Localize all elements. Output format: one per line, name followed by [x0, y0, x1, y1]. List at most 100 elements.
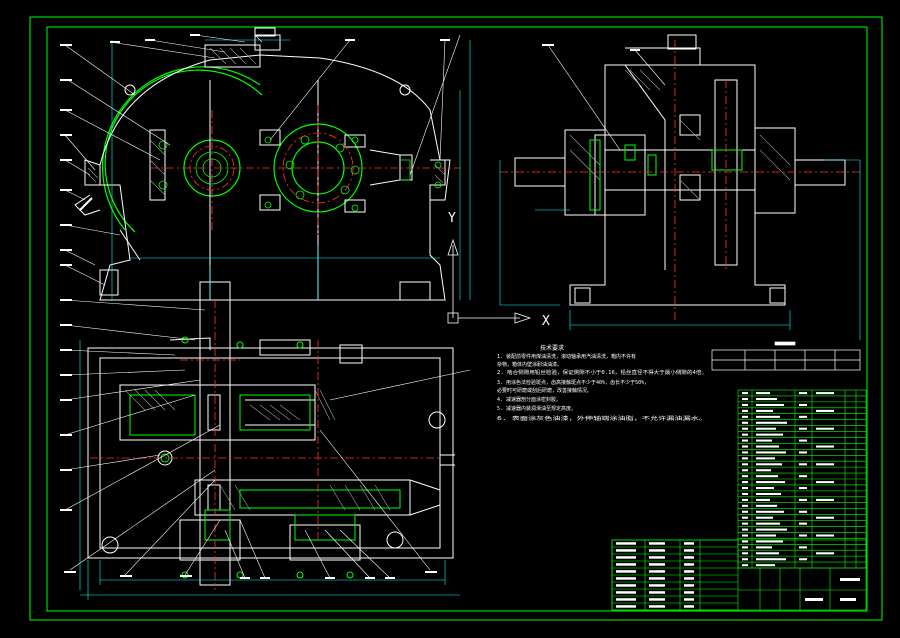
parts-mark: [742, 498, 748, 501]
parts-mark: [799, 546, 807, 549]
title-mark: [616, 584, 636, 587]
parts-mark: [816, 463, 834, 466]
parts-mark: [742, 475, 748, 478]
parts-mark: [742, 528, 748, 531]
parts-mark: [742, 427, 748, 430]
title-mark: [684, 598, 694, 601]
note-line: 杂物，箱体内壁涂耐油油漆。: [497, 361, 562, 368]
y-axis-label: Y: [448, 211, 456, 226]
title-mark: [684, 556, 694, 559]
title-block: [611, 539, 867, 611]
parts-mark: [816, 534, 834, 537]
note-line: 2. 啮合侧隙用铅丝检验，保证侧隙不小于0.16，铅丝直径不得大于最小侧隙的4倍…: [497, 369, 707, 376]
parts-mark: [742, 492, 748, 496]
parts-mark: [799, 403, 807, 407]
title-mark: [649, 584, 665, 587]
parts-mark: [799, 558, 807, 561]
title-mark: [684, 570, 694, 573]
parts-mark: [742, 534, 748, 537]
title-mark: [684, 549, 694, 552]
parts-mark: [756, 540, 783, 543]
parts-mark: [756, 516, 773, 519]
parts-mark: [799, 534, 807, 537]
parts-mark: [756, 481, 785, 484]
title-mark: [649, 577, 665, 580]
title-mark: [684, 591, 694, 594]
parts-mark: [756, 469, 771, 472]
parts-mark: [756, 534, 776, 537]
parts-mark: [816, 516, 834, 519]
parts-list: [737, 389, 867, 569]
parts-mark: [756, 504, 777, 507]
notes-title: 技术要求: [540, 344, 564, 352]
title-mark: [616, 556, 636, 559]
parts-mark: [742, 504, 748, 507]
parts-mark: [799, 463, 807, 466]
parts-mark: [799, 415, 807, 418]
parts-mark: [816, 409, 834, 412]
title-mark: [649, 591, 665, 594]
parts-mark: [742, 540, 748, 543]
parts-mark: [756, 433, 783, 436]
parts-mark: [799, 392, 807, 395]
parts-mark: [816, 552, 834, 555]
parts-mark: [742, 469, 748, 472]
parts-mark: [756, 522, 780, 525]
parts-mark: [756, 564, 775, 567]
parts-mark: [756, 498, 770, 501]
parts-mark: [816, 445, 834, 448]
title-mark: [616, 591, 636, 594]
title-mark: [649, 570, 665, 573]
parts-mark: [742, 451, 748, 454]
parts-mark: [756, 463, 782, 466]
parts-mark: [756, 409, 773, 412]
x-axis-label: X: [542, 314, 550, 329]
parts-mark: [742, 409, 748, 412]
parts-mark: [742, 433, 748, 436]
title-mark: [649, 598, 665, 601]
parts-mark: [742, 552, 748, 555]
title-mark: [684, 542, 694, 545]
parts-mark: [742, 403, 748, 407]
title-mark: [805, 598, 823, 601]
title-mark: [684, 563, 694, 566]
y-axis-indicator: Y: [447, 211, 459, 324]
parts-mark: [756, 445, 779, 448]
title-mark: [616, 577, 636, 580]
x-axis-indicator: X: [458, 312, 550, 329]
parts-mark: [742, 516, 748, 519]
title-mark: [649, 542, 665, 545]
parts-mark: [756, 552, 779, 555]
note-line: 1. 装配前零件用煤油清洗，滚动轴承用汽油清洗，箱内不许有: [497, 353, 636, 360]
title-mark: [684, 584, 694, 587]
parts-mark: [742, 510, 748, 513]
parts-mark: [756, 487, 774, 490]
note-line: 6. 表面涂灰色油漆，外伸轴端涂油脂，不允许漏油漏水。: [497, 415, 707, 422]
top-view: [60, 299, 471, 600]
parts-mark: [756, 439, 772, 442]
title-mark: [616, 570, 636, 573]
parts-mark: [742, 487, 748, 490]
note-line: 4. 减速器剖分面涂密封胶。: [497, 396, 561, 403]
parts-mark: [799, 475, 807, 478]
parts-mark: [799, 487, 807, 490]
parts-mark: [742, 421, 748, 424]
parts-mark: [742, 392, 748, 395]
spec-table: [711, 341, 861, 371]
note-line: 3. 用涂色法检验斑点，齿高接触斑点不少于40%，齿长不少于50%，: [497, 379, 649, 386]
title-mark: [684, 605, 694, 608]
parts-mark: [756, 510, 784, 513]
parts-mark: [756, 558, 786, 561]
front-view: [60, 27, 471, 301]
parts-mark: [816, 392, 834, 395]
note-line: 5. 减速器内装润滑油至规定高度。: [497, 405, 576, 412]
title-mark: [649, 556, 665, 559]
parts-mark: [742, 522, 748, 525]
parts-mark: [816, 498, 834, 501]
title-mark: [616, 542, 636, 545]
title-mark: [649, 549, 665, 552]
title-mark: [649, 563, 665, 566]
parts-mark: [742, 445, 748, 448]
parts-mark: [742, 481, 748, 484]
